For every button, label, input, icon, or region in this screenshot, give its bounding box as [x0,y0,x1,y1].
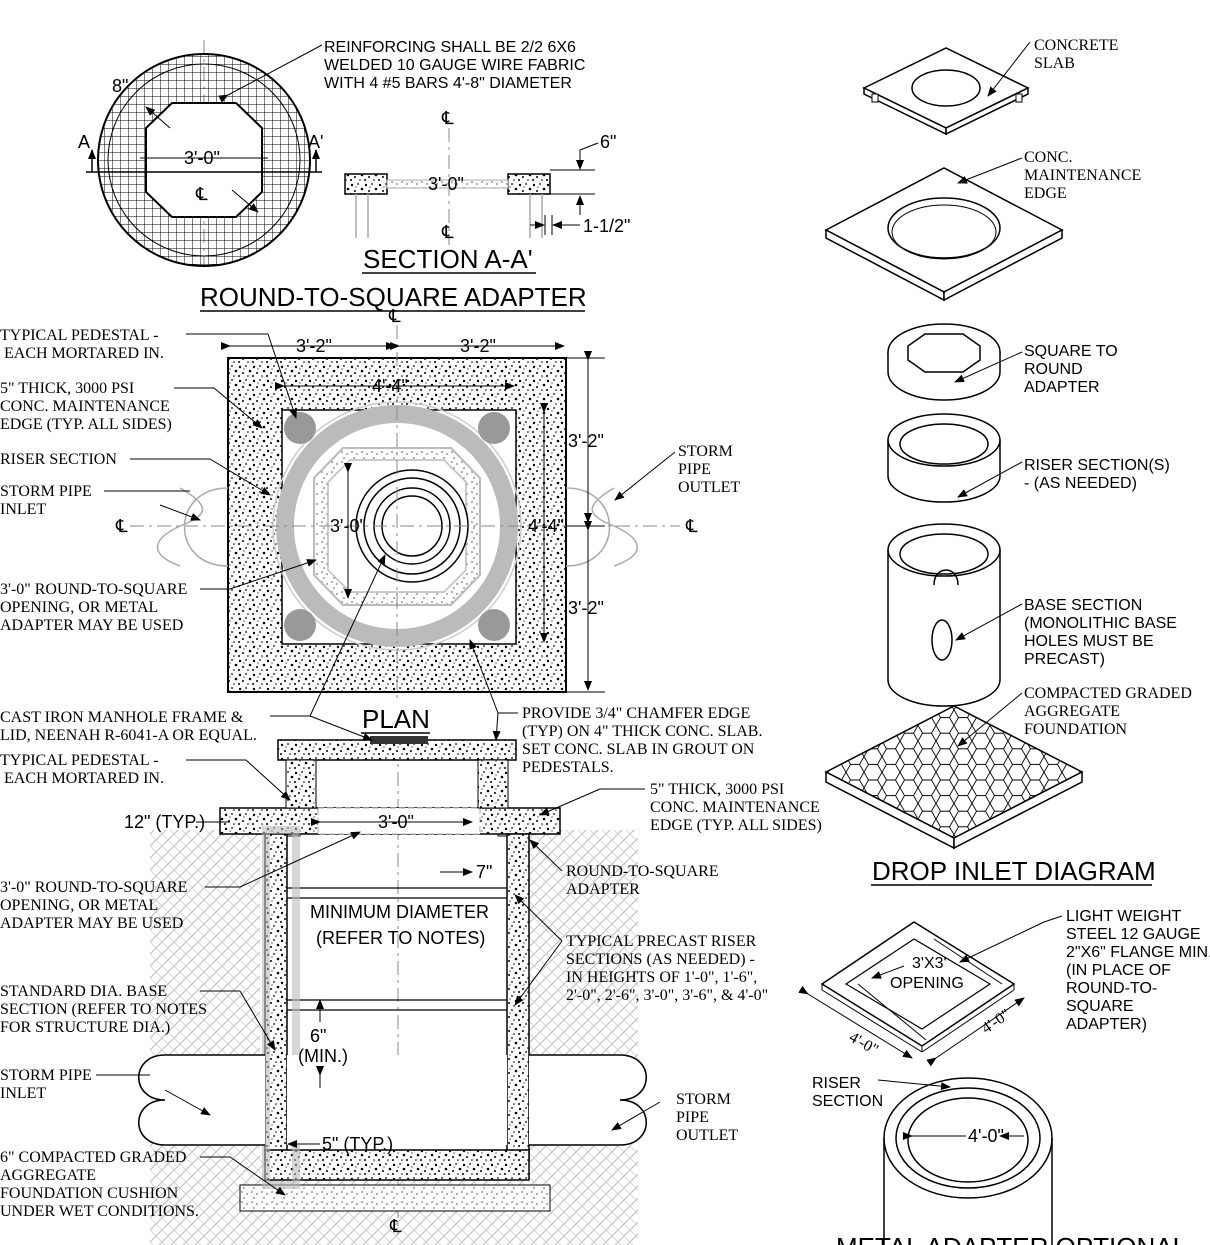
round-adapter-plan [86,40,322,267]
section-note-pipe-inlet: STORM PIPE INLET [0,1067,96,1102]
metal-dim-4a: 4'-0" [846,1029,881,1059]
elevation-section [138,736,661,1245]
metal-adapter [798,921,1053,1245]
section-dim-3-0: 3'-0" [378,812,414,832]
diagram-note-slab: CONCRETE SLAB [1034,37,1122,72]
plan-view [130,325,680,700]
plan-centerline-top: ℄ [388,306,401,326]
metal-note-riser: RISER SECTION [812,1075,883,1110]
plan-title: PLAN [362,704,430,734]
plan-note-opening: 3'-0" ROUND-TO-SQUARE OPENING, OR METAL … [0,581,191,634]
plan-dim-3-2-upper: 3'-2" [568,431,604,451]
plan-note-pipe-inlet: STORM PIPE INLET [0,483,96,518]
section-note-opening: 3'-0" ROUND-TO-SQUARE OPENING, OR METAL … [0,879,191,932]
section-note-chamfer: PROVIDE 3/4" CHAMFER EDGE (TYP) ON 4" TH… [522,705,766,776]
diagram-note-base: BASE SECTION (MONOLITHIC BASE HOLES MUST… [1024,597,1181,668]
reinforcing-note: REINFORCING SHALL BE 2/2 6X6 WELDED 10 G… [324,39,590,92]
metal-dim-4c: 4'-0" [968,1126,1004,1146]
section-note-frame: CAST IRON MANHOLE FRAME & LID, NEENAH R-… [0,709,257,744]
dim-3ft-section: 3'-0" [428,174,464,194]
diagram-note-adapter: SQUARE TO ROUND ADAPTER [1024,343,1122,396]
dim-3ft-top: 3'-0" [184,148,220,168]
section-dim-6-min: 6" (MIN.) [298,1026,348,1066]
plan-dim-3-2-lower: 3'-2" [568,598,604,618]
section-note-foundation: 6" COMPACTED GRADED AGGREGATE FOUNDATION… [0,1149,199,1220]
metal-adapter-title: METAL ADAPTER OPTIONAL [836,1232,1187,1245]
section-dim-12: 12" (TYP.) [124,812,205,832]
plan-note-maint-edge: 5" THICK, 3000 PSI CONC. MAINTENANCE EDG… [0,380,174,433]
section-dim-7: 7" [476,862,492,882]
diagram-note-foundation: COMPACTED GRADED AGGREGATE FOUNDATION [1024,685,1196,738]
exploded-diagram [824,41,1084,850]
dim-8in: 8" [112,76,128,96]
metal-note-opening: 3'X3' OPENING [890,955,964,992]
centerline-section-top: ℄ [441,108,454,128]
plan-note-pedestal: TYPICAL PEDESTAL - EACH MORTARED IN. [0,327,164,362]
plan-note-pipe-outlet: STORM PIPE OUTLET [678,443,740,496]
plan-centerline-right: ℄ [685,516,698,536]
section-dim-5: 5" (TYP.) [322,1134,393,1154]
diagram-note-maint: CONC. MAINTENANCE EDGE [1024,149,1145,202]
plan-dim-3-0: 3'-0" [330,516,366,536]
diagram-note-riser: RISER SECTION(S) - (AS NEEDED) [1024,457,1174,492]
plan-dim-3-2-left: 3'-2" [296,336,332,356]
section-note-round-square: ROUND-TO-SQUARE ADAPTER [566,863,723,898]
dim-1-5in: 1-1/2" [583,216,630,236]
section-note-base: STANDARD DIA. BASE SECTION (REFER TO NOT… [0,983,211,1036]
plan-dim-4-4: 4'-4" [372,376,408,396]
section-note-pedestal: TYPICAL PEDESTAL - EACH MORTARED IN. [0,752,164,787]
section-centerline: ℄ [389,1216,402,1236]
plan-dim-4-4-vertical: 4'-4" [528,516,564,536]
section-note-pipe-outlet: STORM PIPE OUTLET [676,1091,738,1144]
plan-note-riser: RISER SECTION [0,451,117,468]
centerline-section-bottom: ℄ [441,222,454,242]
centerline-top-left: ℄ [195,184,208,204]
section-a-a [344,128,599,245]
cut-a-prime: A' [308,132,323,152]
min-diameter-note: MINIMUM DIAMETER (REFER TO NOTES) [310,902,494,948]
metal-note-flange: LIGHT WEIGHT STEEL 12 GAUGE 2"X6" FLANGE… [1066,908,1210,1033]
section-note-riser: TYPICAL PRECAST RISER SECTIONS (AS NEEDE… [566,933,768,1004]
drop-inlet-diagram-title: DROP INLET DIAGRAM [872,856,1156,886]
section-a-a-title: SECTION A-A' [363,244,533,274]
round-to-square-adapter-title: ROUND-TO-SQUARE ADAPTER [200,282,587,312]
section-note-maint-edge: 5" THICK, 3000 PSI CONC. MAINTENANCE EDG… [650,781,824,834]
plan-dim-3-2-right: 3'-2" [460,336,496,356]
plan-centerline-left: ℄ [115,516,128,536]
cut-a: A [78,132,90,152]
dim-6in: 6" [600,132,616,152]
